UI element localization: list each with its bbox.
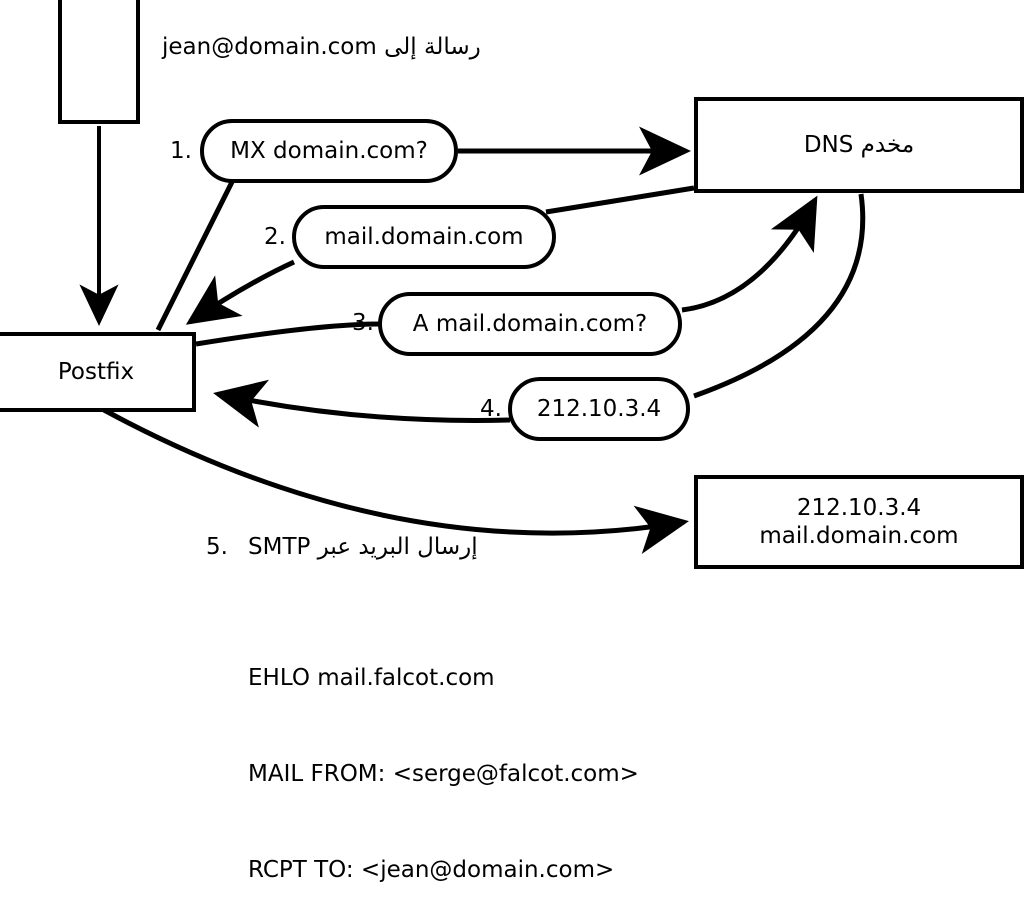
step-1-bubble-label: MX domain.com? — [230, 138, 428, 164]
postfix-label: Postfix — [57, 358, 135, 385]
step-1-number: 1. — [170, 138, 192, 164]
dns-server-box: مخدم DNS — [694, 97, 1024, 193]
step-3-bubble: A mail.domain.com? — [378, 292, 682, 356]
smtp-line-3: RCPT TO: <jean@domain.com> — [248, 857, 615, 883]
mail-server-hostname: mail.domain.com — [759, 523, 959, 549]
edge-postfix-to-mailserver — [102, 407, 689, 554]
edge-dns-to-step4 — [693, 193, 866, 399]
step-4-number: 4. — [480, 396, 502, 422]
mail-server-box: 212.10.3.4 mail.domain.com — [694, 475, 1024, 569]
step-3-bubble-label: A mail.domain.com? — [412, 311, 648, 337]
message-note: رسالة إلى jean@domain.com — [162, 34, 481, 60]
edge-dns-to-step2 — [545, 185, 695, 215]
step-2-bubble-label: mail.domain.com — [324, 224, 524, 250]
step-1-bubble: MX domain.com? — [200, 119, 458, 183]
postfix-box: Postfix — [0, 332, 196, 412]
step-4-bubble-label: 212.10.3.4 — [536, 396, 662, 422]
step-5-label: إرسال البريد عبر SMTP — [248, 534, 478, 560]
step-2-bubble: mail.domain.com — [292, 205, 556, 269]
smtp-transcript: EHLO mail.falcot.com MAIL FROM: <serge@f… — [248, 598, 639, 919]
step-4-bubble: 212.10.3.4 — [508, 377, 690, 441]
step-5-number: 5. — [206, 534, 228, 560]
smtp-line-2: MAIL FROM: <serge@falcot.com> — [248, 761, 639, 787]
edge-postfix-to-step1 — [155, 180, 235, 332]
edge-step4-to-postfix — [213, 379, 511, 428]
step-2-number: 2. — [264, 224, 286, 250]
smtp-line-1: EHLO mail.falcot.com — [248, 665, 495, 691]
edge-postfix-to-step3 — [195, 321, 381, 347]
step-3-number: 3. — [352, 310, 374, 336]
edge-step2-to-postfix — [185, 259, 296, 325]
sender-box — [58, 0, 140, 124]
mail-server-ip: 212.10.3.4 — [796, 494, 922, 521]
dns-server-label: مخدم DNS — [803, 131, 915, 158]
edge-step3-to-dns — [681, 195, 818, 313]
